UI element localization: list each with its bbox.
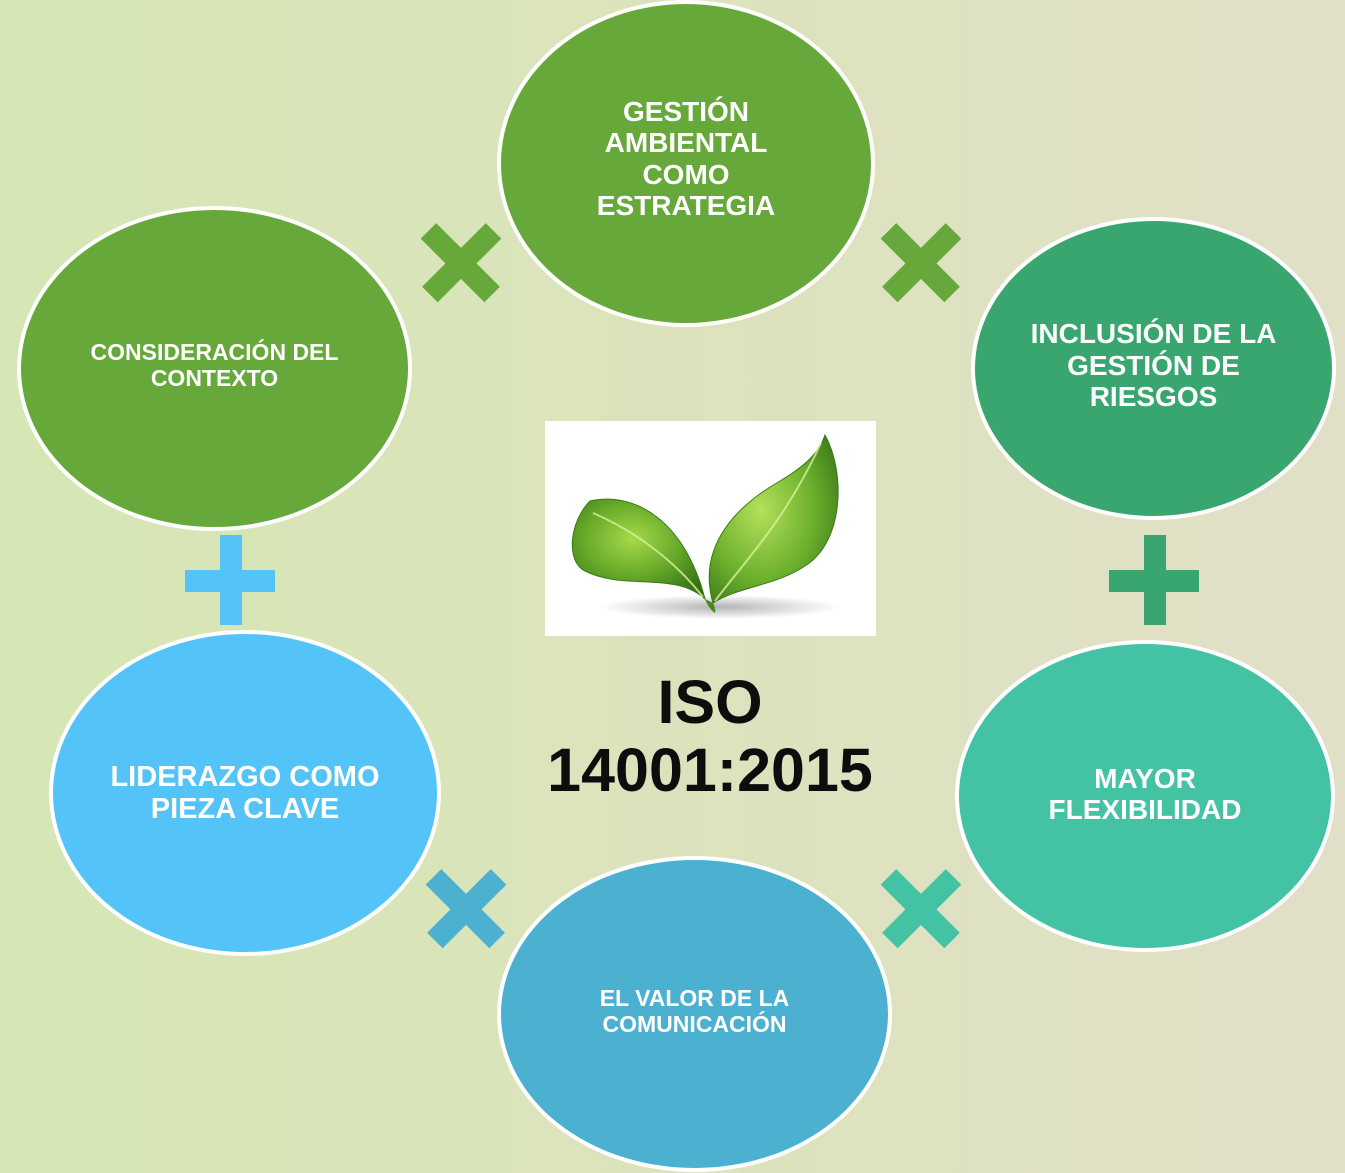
node-inclusion-riesgos-label: INCLUSIÓN DE LA GESTIÓN DE RIESGOS — [1030, 318, 1277, 413]
node-mayor-flexibilidad: MAYOR FLEXIBILIDAD — [955, 640, 1335, 952]
node-contexto-label: CONSIDERACIÓN DEL CONTEXTO — [90, 338, 339, 391]
node-gestion-ambiental: GESTIÓN AMBIENTAL COMO ESTRATEGIA — [497, 0, 875, 327]
plus-icon-contexto-gestion — [397, 198, 524, 325]
node-inclusion-riesgos: INCLUSIÓN DE LA GESTIÓN DE RIESGOS — [971, 217, 1336, 520]
node-contexto: CONSIDERACIÓN DEL CONTEXTO — [17, 206, 412, 531]
plus-icon-inclusion-flexibilidad — [1109, 535, 1199, 625]
node-gestion-ambiental-label: GESTIÓN AMBIENTAL COMO ESTRATEGIA — [596, 95, 776, 221]
plus-icon-gestion-inclusion — [857, 198, 984, 325]
node-liderazgo: LIDERAZGO COMO PIEZA CLAVE — [49, 630, 441, 956]
node-valor-comunicacion: EL VALOR DE LA COMUNICACIÓN — [497, 856, 892, 1172]
node-mayor-flexibilidad-label: MAYOR FLEXIBILIDAD — [1048, 762, 1242, 825]
leaf-icon — [571, 433, 840, 619]
center-title: ISO 14001:2015 — [547, 668, 873, 805]
leaf-image — [545, 421, 876, 636]
plus-icon-liderazgo-contexto — [185, 535, 275, 625]
node-liderazgo-label: LIDERAZGO COMO PIEZA CLAVE — [110, 760, 380, 825]
node-valor-comunicacion-label: EL VALOR DE LA COMUNICACIÓN — [599, 985, 790, 1037]
